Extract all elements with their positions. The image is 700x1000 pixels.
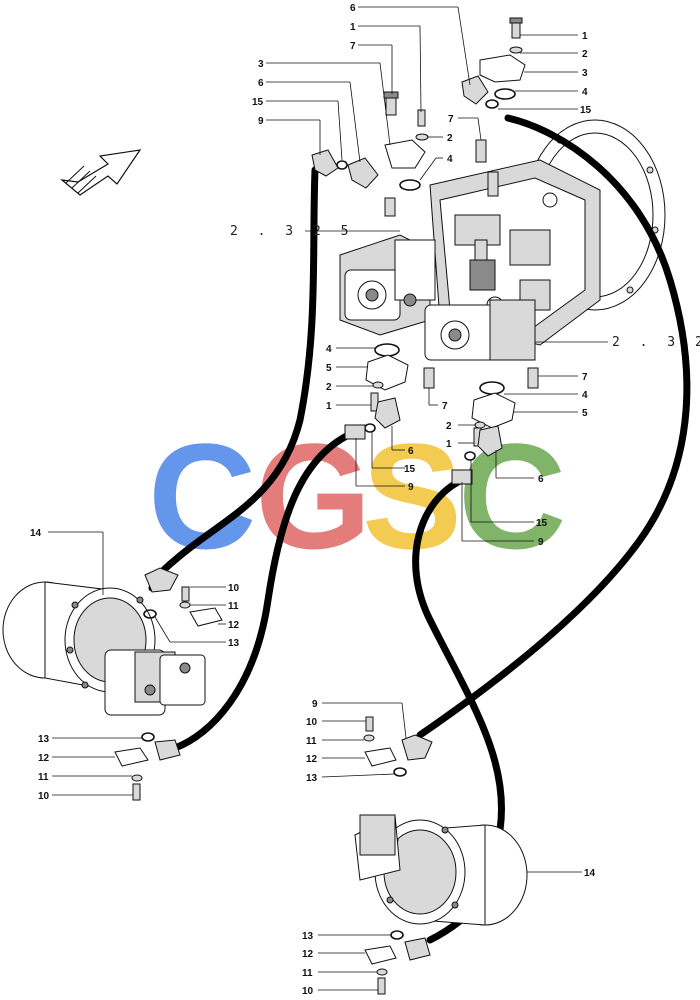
- callout-11: 11: [306, 736, 317, 747]
- callout-11: 11: [228, 601, 239, 612]
- callout-9: 9: [538, 537, 544, 548]
- callout-10: 10: [38, 791, 50, 802]
- callout-13: 13: [302, 931, 314, 942]
- callouts-left-motor: 14 10 11 12 13 13 12 11 10: [30, 528, 240, 802]
- callout-13: 13: [228, 638, 240, 649]
- callout-3: 3: [582, 68, 588, 79]
- callout-9: 9: [312, 699, 318, 710]
- callout-14: 14: [30, 528, 42, 539]
- callout-6: 6: [258, 78, 264, 89]
- reference-labels: 2 . 3 2 5 2 . 3 2 5: [230, 224, 700, 350]
- callout-14: 14: [584, 868, 596, 879]
- callout-4: 4: [582, 87, 588, 98]
- callout-10: 10: [228, 583, 240, 594]
- callout-9: 9: [408, 482, 414, 493]
- callout-6: 6: [538, 474, 544, 485]
- top-right-fittings: [461, 17, 526, 109]
- mid-left-fittings: [344, 343, 409, 440]
- callout-10: 10: [306, 717, 318, 728]
- callout-6: 6: [350, 3, 356, 14]
- callout-3: 3: [258, 59, 264, 70]
- watermark: C G S C: [148, 412, 566, 580]
- watermark-letter-c1: C: [148, 412, 256, 580]
- top-left-fittings: [311, 91, 487, 191]
- callout-7: 7: [448, 114, 454, 125]
- callout-2: 2: [326, 382, 332, 393]
- callout-1: 1: [350, 22, 356, 33]
- callout-1: 1: [582, 31, 588, 42]
- callout-4: 4: [447, 154, 453, 165]
- pump-assembly: [339, 119, 666, 361]
- callout-4: 4: [326, 344, 332, 355]
- callout-2: 2: [446, 421, 452, 432]
- callout-6: 6: [408, 446, 414, 457]
- callout-1: 1: [326, 401, 332, 412]
- direction-arrow-icon: [60, 149, 142, 196]
- callout-1: 1: [446, 439, 452, 450]
- callouts-mid-right: 7 4 5 7 2 1 6 15 9: [428, 372, 588, 548]
- callout-12: 12: [38, 753, 50, 764]
- callouts-top-left: 1 7 3 6 15 9: [252, 22, 422, 163]
- right-travel-motor: [354, 716, 528, 995]
- callouts-right-motor: 9 10 11 12 13 14 13 12 11 10: [302, 699, 596, 997]
- callout-15: 15: [252, 97, 264, 108]
- reference-label-left: 2 . 3 2 5: [230, 224, 354, 239]
- mid-right-fittings: [423, 367, 539, 485]
- callout-15: 15: [404, 464, 416, 475]
- callout-4: 4: [582, 390, 588, 401]
- callout-2: 2: [582, 49, 588, 60]
- callout-11: 11: [302, 968, 313, 979]
- callout-13: 13: [38, 734, 50, 745]
- callout-13: 13: [306, 773, 318, 784]
- callout-10: 10: [302, 986, 314, 997]
- callouts-top-right: 6 1 2 3 4 15: [350, 3, 592, 116]
- callout-12: 12: [302, 949, 314, 960]
- callout-7: 7: [582, 372, 588, 383]
- callout-7: 7: [442, 401, 448, 412]
- callout-12: 12: [228, 620, 240, 631]
- callout-12: 12: [306, 754, 318, 765]
- callout-5: 5: [582, 408, 588, 419]
- callout-7: 7: [350, 41, 356, 52]
- callout-2: 2: [447, 133, 453, 144]
- callouts-mid-left: 4 5 2 1 6 15 9: [326, 344, 416, 493]
- callout-5: 5: [326, 363, 332, 374]
- watermark-letter-s: S: [362, 412, 462, 580]
- callouts-top-mid: 7 2 4: [419, 114, 482, 181]
- hydraulic-hoses: [148, 114, 691, 944]
- callout-15: 15: [536, 518, 548, 529]
- reference-label-right: 2 . 3 2 5: [612, 335, 700, 350]
- left-travel-motor: [2, 567, 223, 801]
- callout-9: 9: [258, 116, 264, 127]
- callout-11: 11: [38, 772, 49, 783]
- callout-15: 15: [580, 105, 592, 116]
